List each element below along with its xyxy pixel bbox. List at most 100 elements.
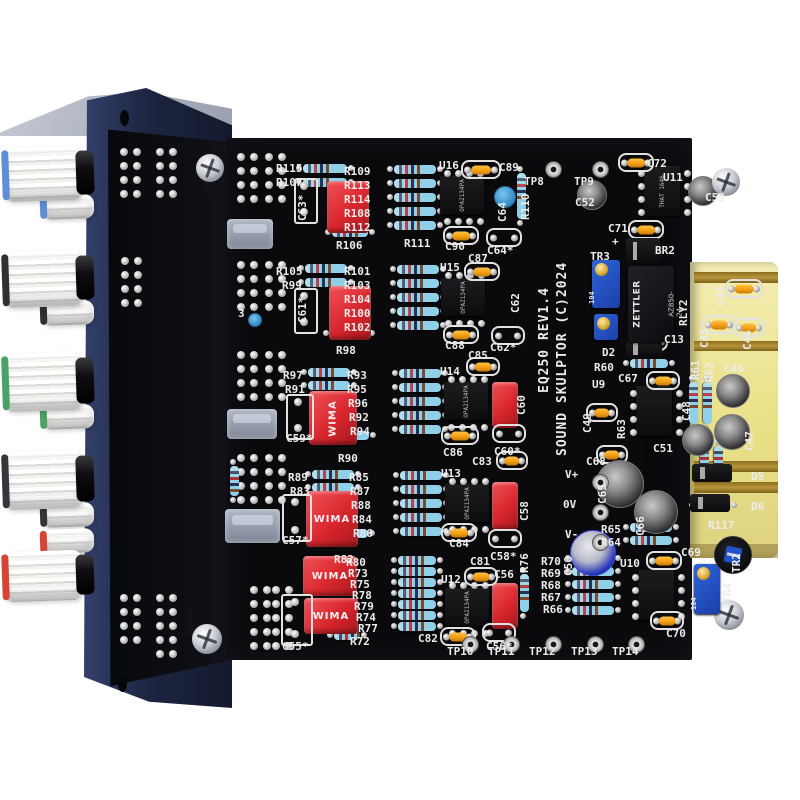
film-capacitor bbox=[492, 382, 518, 428]
cap-body bbox=[472, 572, 490, 581]
resistor bbox=[399, 425, 441, 434]
resistor-lead bbox=[391, 568, 397, 574]
silkscreen-label: 0V bbox=[563, 498, 577, 511]
solder-pad bbox=[250, 289, 258, 297]
film-capacitor: WIMA bbox=[304, 598, 358, 634]
silkscreen-label: R100 bbox=[344, 307, 371, 320]
cap-body bbox=[637, 225, 655, 234]
cap-pad bbox=[631, 226, 638, 233]
empty-cap-footprint bbox=[492, 424, 526, 443]
screw bbox=[196, 154, 224, 182]
tantalum-capacitor bbox=[733, 318, 765, 337]
resistor-lead bbox=[387, 194, 393, 200]
resistor-lead bbox=[520, 567, 526, 573]
solder-pad bbox=[169, 650, 177, 658]
silkscreen-label: C61* bbox=[296, 296, 309, 324]
solder-pad bbox=[265, 167, 273, 175]
resistor bbox=[394, 221, 436, 230]
resistor-lead bbox=[731, 502, 737, 508]
silkscreen-label: U14 bbox=[440, 365, 460, 378]
cap-body bbox=[471, 165, 491, 174]
resistor bbox=[630, 536, 672, 545]
cap-pad bbox=[621, 159, 628, 166]
tantalum-capacitor bbox=[443, 325, 479, 344]
solder-pad bbox=[278, 379, 286, 387]
silkscreen-label: R87 bbox=[350, 485, 370, 498]
ic-pin bbox=[630, 416, 637, 423]
silkscreen-label: C47 bbox=[743, 431, 756, 451]
resistor-lead bbox=[348, 165, 354, 171]
resistor-lead bbox=[351, 382, 357, 388]
resistor-lead bbox=[301, 382, 307, 388]
resistor-lead bbox=[305, 471, 311, 477]
resistor-lead bbox=[443, 472, 449, 478]
ic-pin bbox=[455, 218, 462, 225]
ic-pin bbox=[482, 630, 489, 637]
solder-pad bbox=[120, 594, 128, 602]
ic-pin bbox=[445, 320, 452, 327]
solder-pad bbox=[300, 292, 308, 300]
solder-pad bbox=[250, 454, 258, 462]
resistor-lead bbox=[391, 612, 397, 618]
resistor-lead bbox=[437, 601, 443, 607]
solder-pad bbox=[272, 614, 280, 622]
knob-ring bbox=[1, 356, 10, 411]
resistor bbox=[312, 483, 354, 492]
ic-pin bbox=[684, 170, 691, 177]
tantalum-capacitor bbox=[441, 523, 477, 542]
knob bbox=[1, 145, 95, 203]
solder-pad bbox=[278, 482, 286, 490]
resistor-lead bbox=[615, 555, 621, 561]
resistor-lead bbox=[437, 612, 443, 618]
solder-pad bbox=[291, 598, 299, 606]
resistor bbox=[397, 293, 439, 302]
silkscreen-label: R93 bbox=[347, 369, 367, 382]
ic-pin bbox=[678, 600, 685, 607]
resistor-lead bbox=[437, 166, 443, 172]
resistor-lead bbox=[298, 265, 304, 271]
solder-pad bbox=[265, 275, 273, 283]
solder-pad bbox=[250, 468, 258, 476]
trimmer-screw bbox=[597, 317, 610, 330]
resistor bbox=[572, 606, 614, 615]
silkscreen-label: C60 bbox=[515, 395, 528, 415]
silkscreen-label: R112 bbox=[344, 221, 371, 234]
cap-pad bbox=[464, 166, 471, 173]
solder-pad bbox=[265, 153, 273, 161]
cap-pad bbox=[444, 432, 451, 439]
film-capacitor: WIMA bbox=[303, 556, 357, 596]
solder-pad bbox=[278, 393, 286, 401]
solder-pad bbox=[133, 636, 141, 644]
solder-pad bbox=[156, 650, 164, 658]
solder-pad bbox=[250, 496, 258, 504]
trimmer-potentiometer bbox=[714, 536, 752, 574]
resistor-lead bbox=[351, 369, 357, 375]
electrolytic-capacitor bbox=[714, 414, 750, 450]
solder-pad bbox=[133, 608, 141, 616]
cap-pad bbox=[705, 321, 712, 328]
solder-pad bbox=[285, 586, 293, 594]
solder-pad bbox=[156, 594, 164, 602]
solder-pad bbox=[237, 393, 245, 401]
ic-marking: OPA2134PA bbox=[463, 486, 471, 520]
silkscreen-label: C56 bbox=[494, 568, 514, 581]
solder-pad bbox=[272, 628, 280, 636]
cap-pad bbox=[469, 432, 476, 439]
silkscreen-label: R107 bbox=[276, 176, 303, 189]
silkscreen-label: R108 bbox=[344, 207, 371, 220]
solder-pad bbox=[263, 586, 271, 594]
silkscreen-label: C45 bbox=[698, 328, 711, 348]
silkscreen-label: C81 bbox=[470, 555, 490, 568]
ic-pin bbox=[676, 416, 683, 423]
solder-pad bbox=[120, 622, 128, 630]
silkscreen-label: R84 bbox=[352, 513, 372, 526]
ic-pin bbox=[471, 478, 478, 485]
resistor-lead bbox=[437, 568, 443, 574]
panel-bracket-board bbox=[108, 129, 230, 687]
resistor-lead bbox=[361, 632, 367, 638]
resistor bbox=[308, 368, 350, 377]
silkscreen-label: U9 bbox=[592, 378, 606, 391]
cap-pad bbox=[490, 234, 497, 241]
solder-pad bbox=[237, 379, 245, 387]
cap-pad bbox=[467, 529, 474, 536]
